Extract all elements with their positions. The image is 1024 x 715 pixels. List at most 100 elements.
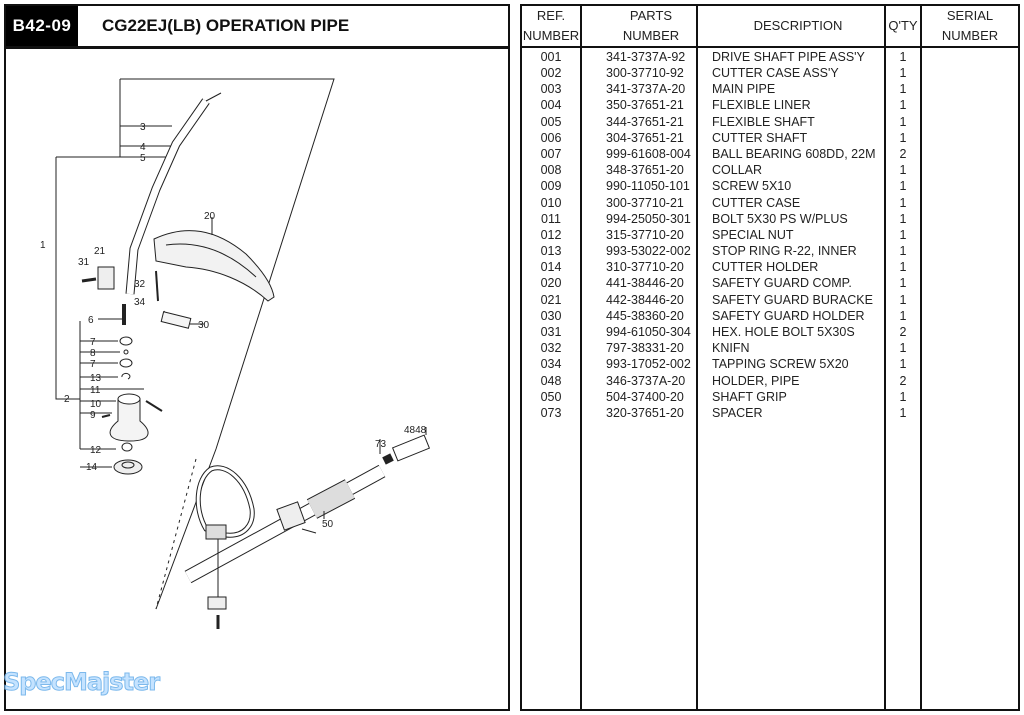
cell-serial-number [920,404,1020,422]
watermark-logo: SpecMajster [2,668,160,697]
callout-30: 30 [198,320,210,331]
callout-8: 8 [90,348,96,359]
cell-serial-number [920,113,1020,130]
callout-13: 13 [90,373,102,384]
cell-qty: 1 [884,97,922,114]
header-qty: Q'TY [884,4,922,48]
callout-20: 20 [204,211,216,222]
empty-cell [580,421,698,710]
callout-6: 6 [88,315,94,326]
guide-line-upper [120,78,335,610]
callout-73: 73 [375,439,387,450]
cell-parts-number: 315-37710-20 [580,226,698,244]
cell-ref-number: 003 [520,81,582,98]
cell-description: KNIFN [696,340,886,357]
bracket-1 [55,157,80,400]
cell-description: FLEXIBLE LINER [696,97,886,114]
cell-ref-number: 014 [520,259,582,276]
cell-qty: 1 [884,243,922,260]
cell-description: BALL BEARING 608DD, 22M [696,145,886,163]
callout-9: 9 [90,410,96,421]
cell-qty: 1 [884,162,922,179]
cell-ref-number: 011 [520,210,582,227]
empty-cell [696,421,886,710]
cell-description: COLLAR [696,162,886,179]
cell-ref-number: 013 [520,243,582,260]
callout-12: 12 [90,445,102,456]
cell-description: MAIN PIPE [696,81,886,98]
cell-qty: 1 [884,356,922,373]
cell-qty: 1 [884,275,922,292]
cell-parts-number: 445-38360-20 [580,307,698,324]
cell-ref-number: 005 [520,113,582,130]
cell-serial-number [920,194,1020,211]
table-header-row: REF. NUMBER PARTS NUMBER DESCRIPTION Q'T… [520,4,1020,48]
cell-description: DRIVE SHAFT PIPE ASS'Y [696,47,886,65]
callout-14: 14 [86,462,98,473]
cell-parts-number: 350-37651-21 [580,97,698,114]
cell-description: SHAFT GRIP [696,388,886,405]
cell-qty: 1 [884,388,922,405]
callout-50: 50 [322,519,334,530]
cell-parts-number: 300-37710-92 [580,65,698,82]
cell-ref-number: 002 [520,65,582,82]
cell-qty: 1 [884,210,922,227]
cell-description: SPECIAL NUT [696,226,886,244]
cell-description: CUTTER SHAFT [696,129,886,146]
cell-ref-number: 031 [520,324,582,341]
cell-qty: 1 [884,259,922,276]
cell-parts-number: 341-3737A-92 [580,47,698,65]
cell-serial-number [920,388,1020,405]
callout-32: 32 [134,279,146,290]
cell-parts-number: 341-3737A-20 [580,81,698,98]
diagram-drawing: 3 4 5 1 20 21 31 32 34 30 6 7 8 7 13 11 … [40,78,431,629]
cell-serial-number [920,340,1020,357]
callout-2: 2 [64,394,70,405]
cell-qty: 1 [884,47,922,65]
callout-10: 10 [90,399,102,410]
cell-serial-number [920,226,1020,244]
cell-parts-number: 994-61050-304 [580,324,698,341]
exploded-diagram: 3 4 5 1 20 21 31 32 34 30 6 7 8 7 13 11 … [4,47,510,711]
cell-parts-number: 310-37710-20 [580,259,698,276]
cell-ref-number: 034 [520,356,582,373]
page-code-badge: B42-09 [6,6,78,46]
cell-ref-number: 007 [520,145,582,163]
header-ref-number: REF. NUMBER [520,4,582,48]
parts-table: REF. NUMBER PARTS NUMBER DESCRIPTION Q'T… [520,4,1020,711]
cell-description: FLEXIBLE SHAFT [696,113,886,130]
cell-parts-number: 304-37651-21 [580,129,698,146]
cell-ref-number: 021 [520,291,582,308]
cell-description: SAFETY GUARD HOLDER [696,307,886,324]
cell-ref-number: 001 [520,47,582,65]
cell-ref-number: 048 [520,372,582,389]
cell-ref-number: 009 [520,178,582,195]
cell-description: STOP RING R-22, INNER [696,243,886,260]
header-parts-number: PARTS NUMBER [580,4,698,48]
callout-3: 3 [140,122,146,133]
callout-31: 31 [78,257,90,268]
callout-1: 1 [40,240,46,251]
callout-7a: 7 [90,337,96,348]
cell-parts-number: 348-37651-20 [580,162,698,179]
cell-parts-number: 441-38446-20 [580,275,698,292]
cell-ref-number: 006 [520,129,582,146]
cell-serial-number [920,275,1020,292]
cell-qty: 1 [884,226,922,244]
cell-qty: 1 [884,65,922,82]
cell-description: SAFETY GUARD COMP. [696,275,886,292]
callout-48: 4848 [404,425,427,436]
header-description: DESCRIPTION [696,4,886,48]
